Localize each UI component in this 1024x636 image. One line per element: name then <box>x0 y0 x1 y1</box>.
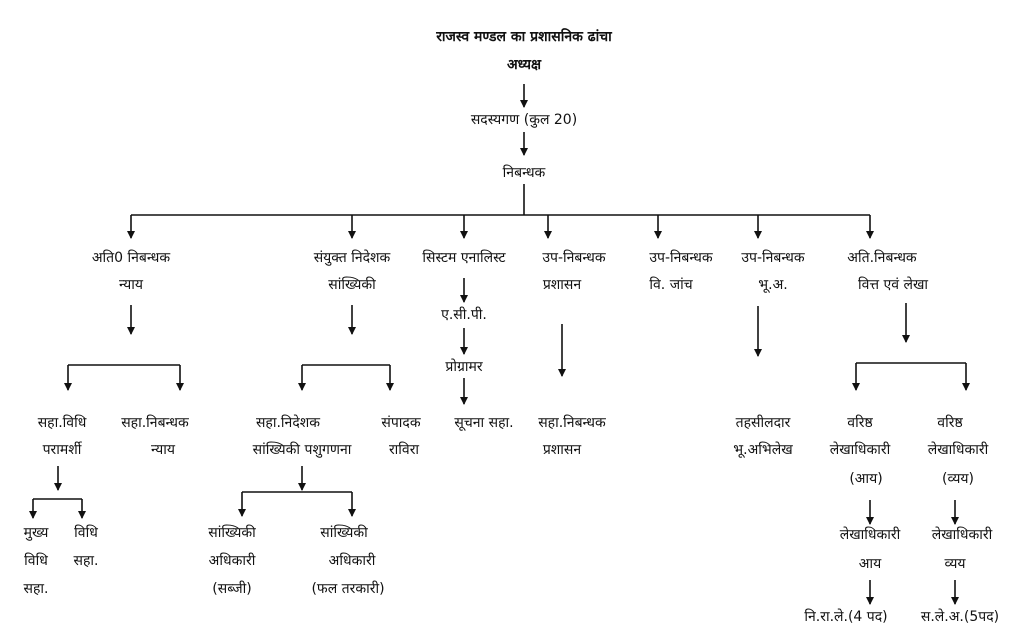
node-ao-exp-l2: व्यय <box>944 556 966 572</box>
node-ao-income-l2: आय <box>858 556 882 572</box>
chart-title: राजस्व मण्डल का प्रशासनिक ढांचा <box>436 29 612 45</box>
node-stats-officer-veg-l2: अधिकारी <box>208 553 256 569</box>
node-chief-legal-l1: मुख्य <box>23 525 49 541</box>
node-legal-asst-l2: सहा. <box>73 553 99 569</box>
node-sr-ao-exp-l3: (व्यय) <box>942 471 974 487</box>
node-acp: ए.सी.पी. <box>441 307 487 323</box>
node-stats-officer-veg-l3: (सब्जी) <box>212 581 252 597</box>
node-addl-registrar-justice-l2: न्याय <box>119 277 143 293</box>
node-sr-ao-income-l1: वरिष्ठ <box>847 415 873 431</box>
node-addl-registrar-justice-l1: अति0 निबन्धक <box>91 250 171 266</box>
node-stats-officer-fruit-l3: (फल तरकारी) <box>311 581 385 597</box>
node-asst-director-stats-l2: सांख्यिकी पशुगणना <box>252 442 352 458</box>
node-ao-income-l1: लेखाधिकारी <box>839 527 901 543</box>
node-programmer: प्रोग्रामर <box>445 359 483 375</box>
node-dy-registrar-vig-l1: उप-निबन्धक <box>649 250 713 266</box>
node-registrar: निबन्धक <box>502 165 546 181</box>
node-editor-l2: राविरा <box>388 442 420 458</box>
node-sla: स.ले.अ.(5पद) <box>920 609 1000 625</box>
node-addl-registrar-finance-l2: वित्त एवं लेखा <box>857 277 929 293</box>
node-ao-exp-l1: लेखाधिकारी <box>931 527 993 543</box>
node-asst-legal-l2: परामर्शी <box>42 442 82 458</box>
node-system-analyst: सिस्टम एनालिस्ट <box>422 250 506 266</box>
node-stats-officer-fruit-l1: सांख्यिकी <box>320 525 368 541</box>
node-tehsildar-l2: भू.अभिलेख <box>733 442 793 458</box>
node-sr-ao-income-l3: (आय) <box>849 471 883 487</box>
node-asst-registrar-justice-l1: सहा.निबन्धक <box>121 415 189 431</box>
node-jd-stats-l2: सांख्यिकी <box>328 277 376 293</box>
node-stats-officer-veg-l1: सांख्यिकी <box>208 525 256 541</box>
node-chief-legal-l3: सहा. <box>23 581 49 597</box>
node-dy-registrar-admin-l2: प्रशासन <box>542 277 582 293</box>
node-sr-ao-exp-l2: लेखाधिकारी <box>927 442 989 458</box>
node-members: सदस्यगण (कुल 20) <box>470 112 578 128</box>
node-stats-officer-fruit-l2: अधिकारी <box>328 553 376 569</box>
node-nrl: नि.रा.ले.(4 पद) <box>804 609 888 625</box>
node-dy-registrar-land-l2: भू.अ. <box>758 277 788 293</box>
node-asst-registrar-justice-l2: न्याय <box>151 442 175 458</box>
node-addl-registrar-finance-l1: अति.निबन्धक <box>847 250 917 266</box>
node-dy-registrar-land-l1: उप-निबन्धक <box>741 250 805 266</box>
node-asst-director-stats-l1: सहा.निदेशक <box>255 415 321 431</box>
node-sr-ao-exp-l1: वरिष्ठ <box>937 415 963 431</box>
node-asst-legal-l1: सहा.विधि <box>37 415 87 431</box>
node-asst-registrar-admin-l1: सहा.निबन्धक <box>538 415 606 431</box>
node-dy-registrar-vig-l2: वि. जांच <box>649 277 693 293</box>
node-legal-asst-l1: विधि <box>74 525 98 541</box>
node-info-asst: सूचना सहा. <box>454 415 514 431</box>
node-dy-registrar-admin-l1: उप-निबन्धक <box>542 250 606 266</box>
node-tehsildar-l1: तहसीलदार <box>735 415 791 431</box>
node-chairman: अध्यक्ष <box>506 57 542 73</box>
node-asst-registrar-admin-l2: प्रशासन <box>542 442 582 458</box>
node-sr-ao-income-l2: लेखाधिकारी <box>829 442 891 458</box>
node-chief-legal-l2: विधि <box>24 553 48 569</box>
node-jd-stats-l1: संयुक्त निदेशक <box>313 250 391 266</box>
node-editor-l1: संपादक <box>381 415 421 431</box>
